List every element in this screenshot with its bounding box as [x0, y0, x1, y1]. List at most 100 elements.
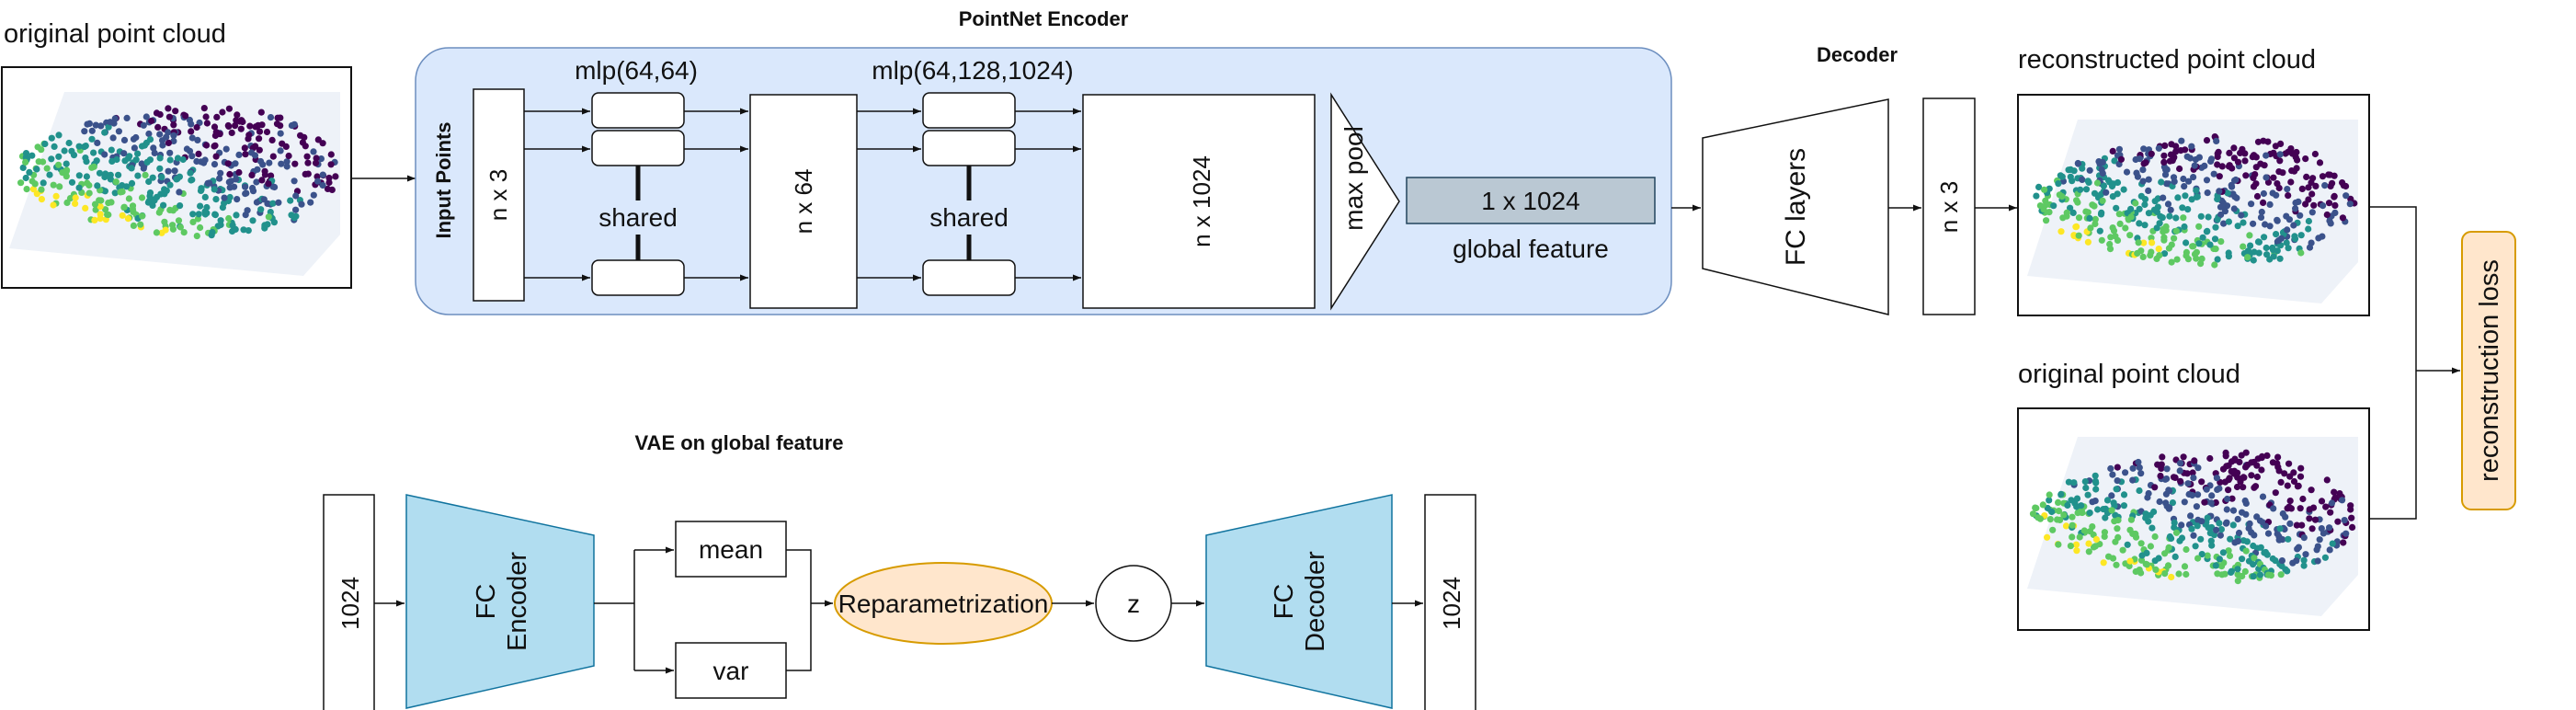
cloud-point — [2305, 225, 2312, 233]
cloud-point — [2076, 533, 2083, 541]
cloud-point — [2113, 486, 2120, 493]
cloud-point — [2234, 571, 2241, 578]
cloud-point — [263, 128, 271, 136]
cloud-point — [2225, 547, 2232, 555]
cloud-point — [197, 187, 205, 194]
cloud-point — [202, 113, 210, 120]
cloud-point — [175, 217, 183, 224]
cloud-point — [158, 174, 165, 181]
reconstruction-loss-label: reconstruction loss — [2475, 259, 2504, 482]
cloud-point — [156, 110, 164, 119]
cloud-point — [2208, 492, 2216, 499]
fc-layers-trapezoid — [1702, 98, 1889, 315]
mlp1-unit-3 — [591, 259, 685, 296]
cloud-point — [2171, 235, 2178, 242]
cloud-point — [2220, 220, 2228, 227]
cloud-point — [84, 120, 91, 128]
cloud-point — [2172, 227, 2180, 235]
cloud-point — [2178, 137, 2185, 144]
cloud-point — [2238, 212, 2245, 219]
cloud-point — [2068, 497, 2075, 504]
cloud-point — [2194, 522, 2201, 530]
fc-decoder-trapezoid — [1205, 494, 1393, 709]
cloud-point — [2046, 209, 2053, 216]
cloud-point — [2234, 578, 2241, 585]
cloud-point — [2264, 530, 2273, 537]
cloud-point — [2204, 552, 2211, 559]
cloud-point — [2127, 516, 2135, 523]
cloud-point — [2168, 258, 2175, 266]
cloud-point — [2168, 573, 2175, 581]
cloud-point — [2096, 227, 2103, 235]
cloud-point — [149, 174, 156, 181]
cloud-point — [2235, 529, 2243, 537]
cloud-point — [2240, 484, 2247, 491]
cloud-point — [2092, 535, 2100, 544]
cloud-point — [2331, 494, 2339, 501]
cloud-point — [2339, 497, 2346, 504]
cloud-point — [217, 169, 224, 177]
cloud-point — [277, 130, 284, 137]
cloud-point — [2104, 177, 2113, 184]
cloud-point — [2161, 570, 2169, 578]
cloud-point — [2291, 233, 2298, 240]
cloud-point — [2198, 164, 2206, 171]
cloud-point — [111, 115, 119, 122]
cloud-point — [180, 229, 188, 236]
decoder-output-block — [1922, 97, 1976, 315]
cloud-point — [2041, 186, 2048, 193]
cloud-point — [2065, 166, 2072, 174]
cloud-point — [2035, 183, 2043, 190]
cloud-point — [2272, 557, 2279, 565]
feature-n64-label: n x 64 — [790, 169, 817, 235]
cloud-point — [22, 174, 29, 182]
cloud-point — [257, 206, 265, 213]
cloud-point — [2269, 189, 2276, 197]
cloud-point — [2263, 174, 2270, 181]
cloud-point — [51, 143, 58, 150]
cloud-point — [2320, 202, 2327, 210]
cloud-point — [233, 212, 240, 219]
cloud-point — [2293, 165, 2300, 172]
cloud-point — [2180, 453, 2187, 461]
cloud-point — [2070, 479, 2078, 487]
cloud-point — [310, 191, 317, 199]
cloud-point — [219, 109, 226, 116]
cloud-point — [193, 233, 200, 240]
cloud-point — [256, 135, 263, 143]
cloud-point — [2323, 211, 2331, 219]
cloud-point — [94, 182, 101, 189]
shared2-label: shared — [929, 203, 1009, 232]
cloud-point — [2064, 501, 2071, 510]
input-points-label: Input Points — [432, 121, 455, 238]
cloud-point — [2329, 540, 2336, 547]
cloud-point — [2086, 166, 2093, 174]
cloud-point — [292, 206, 300, 213]
cloud-point — [2172, 529, 2181, 536]
cloud-point — [2142, 514, 2149, 521]
cloud-point — [41, 140, 49, 148]
cloud-point — [2242, 499, 2250, 508]
cloud-point — [2084, 491, 2092, 498]
cloud-point — [2144, 494, 2151, 501]
cloud-point — [2172, 143, 2180, 150]
cloud-point — [2069, 513, 2076, 521]
cloud-point — [2174, 194, 2182, 201]
cloud-point — [2241, 567, 2249, 576]
cloud-point — [2252, 164, 2260, 171]
mlp1-unit-1 — [591, 92, 685, 129]
cloud-point — [225, 105, 233, 112]
cloud-point — [2073, 197, 2080, 204]
cloud-point — [34, 143, 41, 151]
cloud-point — [2215, 148, 2222, 155]
cloud-point — [2253, 192, 2262, 200]
cloud-point — [188, 120, 195, 128]
cloud-point — [2084, 238, 2092, 246]
cloud-point — [165, 113, 173, 120]
cloud-point — [2036, 202, 2044, 210]
cloud-point — [2132, 200, 2139, 207]
cloud-point — [166, 206, 174, 213]
cloud-point — [2086, 528, 2094, 535]
cloud-point — [279, 140, 286, 147]
cloud-point — [159, 142, 166, 149]
